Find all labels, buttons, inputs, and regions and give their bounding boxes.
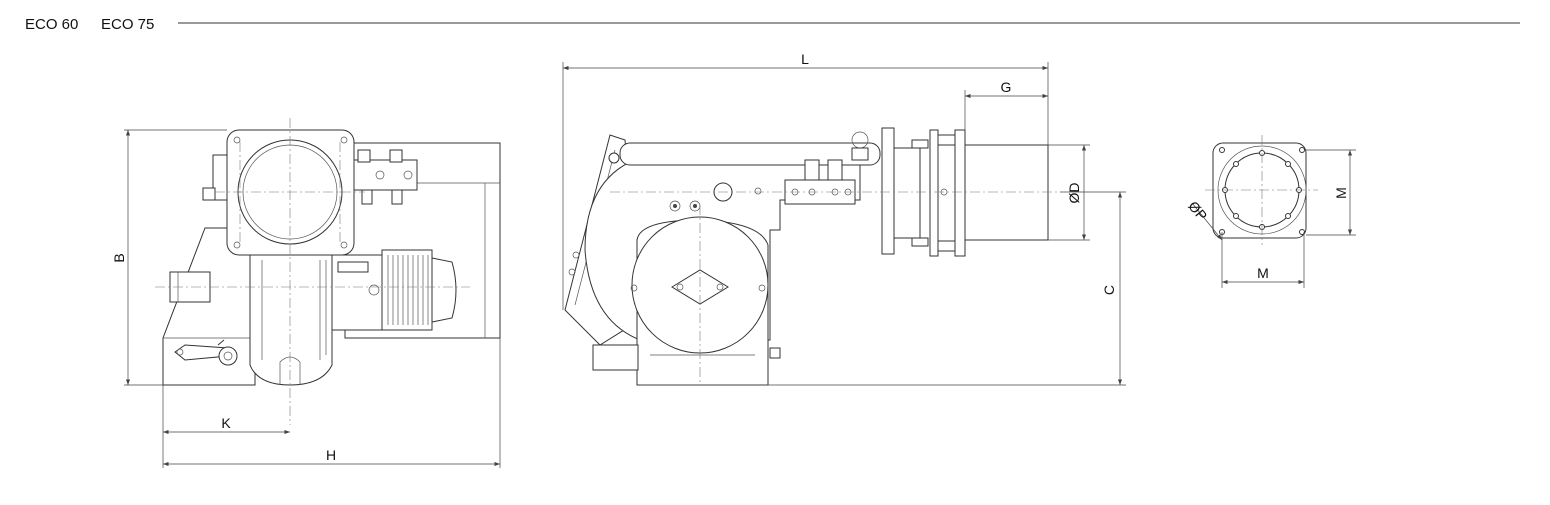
- flange-view: [1205, 135, 1318, 245]
- dimension-l: [562, 62, 1049, 310]
- dim-label-h: H: [326, 447, 336, 463]
- dim-label-g: G: [1001, 79, 1012, 95]
- dimension-m-horizontal: [1221, 232, 1305, 288]
- dim-label-d: ØD: [1066, 183, 1082, 204]
- dimension-g: [964, 90, 1048, 130]
- dim-label-m-vertical: M: [1333, 187, 1349, 199]
- dimension-d: [1048, 144, 1090, 241]
- dimension-b: [124, 129, 227, 386]
- dimension-c: [640, 191, 1126, 386]
- dimension-h: [163, 338, 501, 468]
- dim-label-m-horizontal: M: [1257, 265, 1269, 281]
- dimension-m-vertical: [1306, 149, 1356, 236]
- model-label-eco60: ECO 60: [25, 16, 78, 33]
- dimension-p: [1191, 202, 1223, 241]
- dim-label-c: C: [1101, 285, 1117, 295]
- side-view: [564, 127, 1060, 386]
- model-label-eco75: ECO 75: [101, 16, 154, 33]
- dim-label-p: ØP: [1185, 198, 1210, 224]
- dim-label-k: K: [221, 415, 231, 431]
- dimension-k: [162, 385, 290, 468]
- front-view: [155, 118, 501, 425]
- dim-label-l: L: [801, 51, 809, 67]
- dim-label-b: B: [111, 253, 127, 262]
